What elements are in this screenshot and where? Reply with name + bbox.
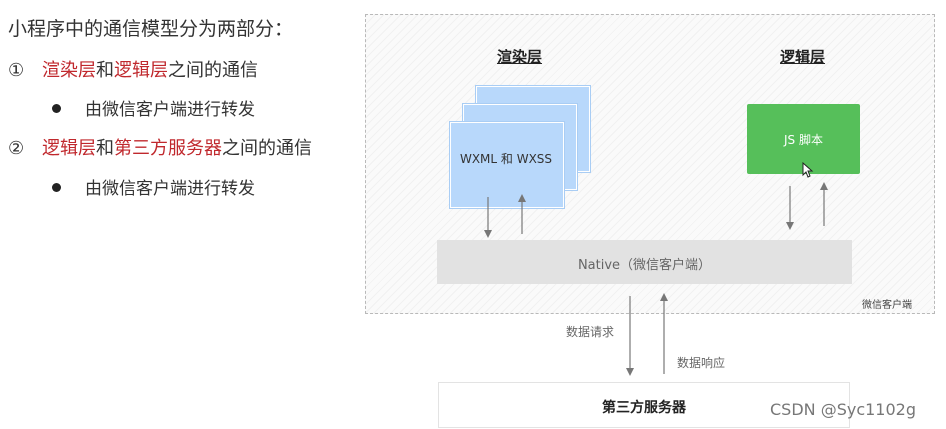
render-card-label: WXML 和 WXSS bbox=[459, 152, 553, 166]
item-number: ① bbox=[8, 60, 25, 81]
item-part2: 第三方服务器 bbox=[114, 138, 222, 159]
third-party-server-label: 第三方服务器 bbox=[602, 400, 686, 416]
item-part1: 逻辑层 bbox=[42, 138, 96, 159]
heading: 小程序中的通信模型分为两部分： bbox=[8, 18, 294, 40]
item-tail: 之间的通信 bbox=[168, 60, 258, 81]
native-label: Native（微信客户端） bbox=[577, 258, 712, 273]
render-layer-title: 渲染层 bbox=[497, 48, 543, 66]
js-script-box bbox=[747, 104, 860, 174]
sub-item-text: 由微信客户端进行转发 bbox=[85, 100, 255, 120]
sub-item-2: 由微信客户端进行转发 bbox=[52, 174, 255, 199]
wechat-client-label: 微信客户端 bbox=[862, 300, 912, 311]
logic-layer-title: 逻辑层 bbox=[780, 48, 826, 66]
third-party-server-box bbox=[438, 382, 850, 428]
item-conj: 和 bbox=[96, 60, 114, 81]
js-script-label: JS 脚本 bbox=[784, 133, 823, 147]
data-request-label: 数据请求 bbox=[566, 325, 615, 339]
item-part2: 逻辑层 bbox=[114, 60, 168, 81]
item-tail: 之间的通信 bbox=[222, 138, 312, 159]
bullet-dot-icon bbox=[52, 103, 61, 113]
mouse-cursor-icon bbox=[802, 162, 814, 178]
item-number: ② bbox=[8, 138, 25, 159]
sub-item-1: 由微信客户端进行转发 bbox=[52, 95, 255, 120]
bullet-dot-icon bbox=[52, 182, 61, 192]
item-conj: 和 bbox=[96, 138, 114, 159]
render-page-card-front bbox=[450, 122, 564, 208]
native-bar bbox=[437, 240, 852, 284]
watermark: CSDN @Syc1102g bbox=[770, 400, 916, 419]
sub-item-text: 由微信客户端进行转发 bbox=[85, 179, 255, 199]
item-part1: 渲染层 bbox=[42, 60, 96, 81]
list-item-2: ② 逻辑层和第三方服务器之间的通信 bbox=[8, 134, 312, 160]
data-response-label: 数据响应 bbox=[677, 356, 726, 370]
list-item-1: ① 渲染层和逻辑层之间的通信 bbox=[8, 56, 258, 82]
